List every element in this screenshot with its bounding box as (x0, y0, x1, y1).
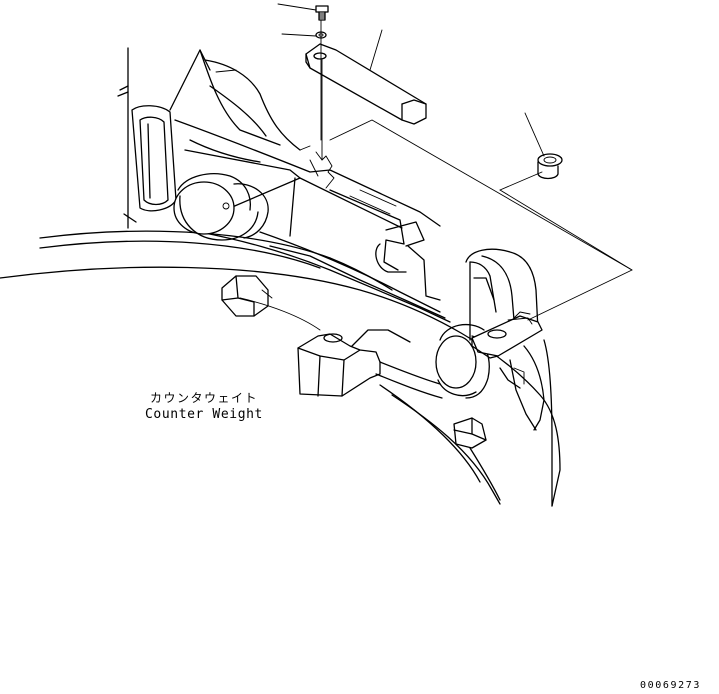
bushing-part (537, 153, 563, 180)
counterweight-label-en: Counter Weight (145, 407, 263, 422)
bracket-plate-part (305, 43, 427, 125)
counterweight-label-jp: カウンタウェイト (150, 391, 259, 405)
leader-lines (277, 3, 633, 321)
bolt-part (315, 5, 329, 21)
counterweight-frame (117, 47, 553, 507)
document-number: 00069273 (640, 680, 701, 691)
